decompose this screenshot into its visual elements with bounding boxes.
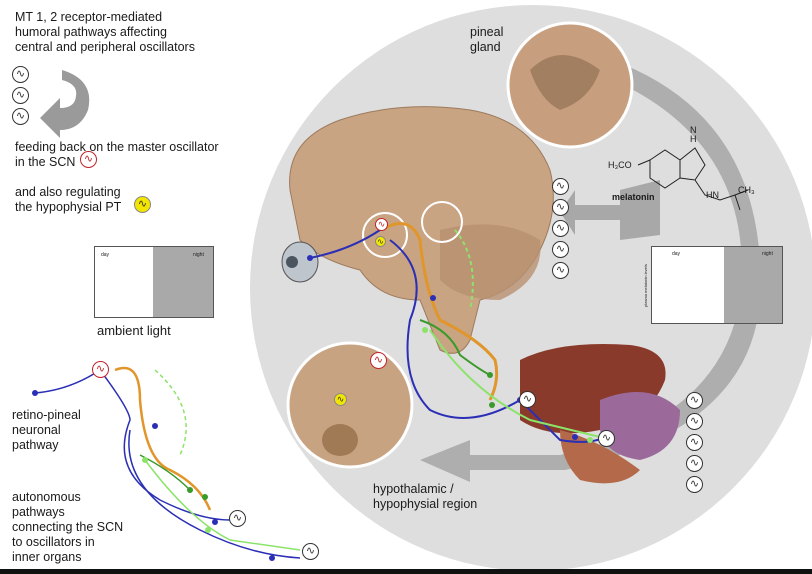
stomach-shape — [600, 392, 680, 460]
schematic-scn-oscillator-icon: ∿ — [92, 361, 109, 378]
autonomous-pathways-label: autonomous pathways connecting the SCN t… — [12, 490, 124, 564]
oscillator-wave-icon: ∿ — [686, 434, 703, 451]
oscillator-wave-icon: ∿ — [12, 66, 29, 83]
melatonin-molecule — [637, 147, 749, 211]
retino-pineal-label: retino-pineal neuronal pathway — [12, 408, 81, 452]
melatonin-arrow — [560, 180, 660, 240]
molecule-h3co: H₃CO — [608, 160, 632, 170]
schematic-organ-oscillator-icon: ∿ — [302, 543, 319, 560]
green-dashed-pathway — [454, 229, 474, 311]
ambient-day-label: day — [101, 252, 110, 258]
plasma-night-shade — [724, 247, 782, 323]
schematic-dashed-pathway — [154, 369, 187, 456]
retino-pathway-brain — [309, 229, 381, 259]
feeding-back-label: feeding back on the master oscillator in… — [15, 140, 219, 169]
oscillator-wave-icon: ∿ — [686, 392, 703, 409]
oscillator-wave-icon: ∿ — [686, 476, 703, 493]
liver-oscillator-icon: ∿ — [519, 391, 536, 408]
oscillator-wave-icon: ∿ — [686, 413, 703, 430]
organ-oscillator-icon: ∿ — [598, 430, 615, 447]
plasma-night-label: night — [762, 251, 773, 257]
hypothalamic-label: hypothalamic / hypophysial region — [373, 482, 478, 511]
schematic-orange-pathway — [114, 366, 212, 511]
ambient-light-panel: day night — [94, 246, 214, 318]
retino-pathway-down — [389, 239, 606, 443]
mt-receptor-label: MT 1, 2 receptor-mediated humoral pathwa… — [15, 10, 195, 54]
green-pathway — [419, 319, 491, 376]
molecule-ch3: CH₃ — [738, 185, 755, 195]
molecule-nh: N H — [690, 125, 697, 144]
scn-brain-oscillator-icon: ∿ — [375, 218, 388, 231]
oscillator-wave-icon: ∿ — [552, 220, 569, 237]
cerebellum-shape — [440, 224, 541, 300]
ambient-night-label: night — [193, 252, 204, 258]
night-shade — [153, 247, 213, 317]
pineal-gland-label: pineal gland — [470, 25, 504, 54]
eye-shape — [281, 241, 319, 283]
oscillator-wave-icon: ∿ — [552, 178, 569, 195]
intestine-shape — [560, 430, 640, 484]
schematic-retino-pathway — [34, 368, 231, 521]
molecule-hn: HN — [706, 190, 719, 200]
pineal-highlight-circle — [421, 201, 463, 243]
plasma-day-label: day — [672, 251, 681, 257]
schematic-organ-oscillator-icon: ∿ — [229, 510, 246, 527]
oscillator-wave-icon: ∿ — [552, 199, 569, 216]
scn-inset-oscillator-icon: ∿ — [370, 352, 387, 369]
oscillator-wave-icon: ∿ — [12, 108, 29, 125]
small-curved-arrow-icon — [40, 70, 90, 138]
scn-oscillator-icon: ∿ — [80, 151, 97, 168]
plasma-melatonin-panel: day night plasma melatonin levels — [643, 246, 783, 324]
scn-highlight-circle — [362, 212, 408, 258]
ambient-light-label: ambient light — [97, 323, 171, 338]
plasma-ylabel: plasma melatonin levels — [642, 264, 648, 307]
schematic-blue-lower — [128, 429, 301, 559]
oscillator-wave-icon: ∿ — [12, 87, 29, 104]
pt-inset-oscillator-icon: ∿ — [334, 393, 347, 406]
hypothalamic-inset — [286, 341, 414, 469]
schematic-green-light-pathway — [144, 459, 301, 551]
bottom-border — [0, 569, 812, 574]
oscillator-wave-icon: ∿ — [552, 241, 569, 258]
green-light-pathway — [429, 329, 601, 438]
oscillator-wave-icon: ∿ — [552, 262, 569, 279]
melatonin-label: melatonin — [612, 192, 655, 202]
pt-brain-oscillator-icon: ∿ — [375, 236, 386, 247]
orange-pathway — [384, 222, 499, 401]
regulating-label: and also regulating the hypophysial PT — [15, 185, 122, 214]
pt-oscillator-icon: ∿ — [134, 196, 151, 213]
oscillator-wave-icon: ∿ — [686, 455, 703, 472]
